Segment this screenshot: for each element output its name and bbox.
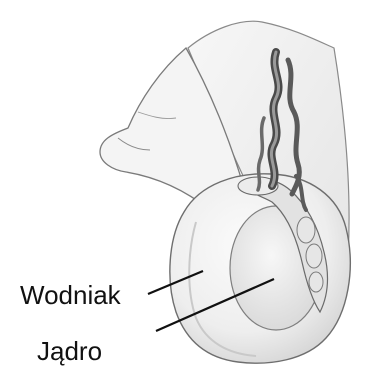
epididymis-lobe-3	[309, 272, 323, 292]
epididymis-lobe-2	[306, 244, 322, 268]
testis-label: Jądro	[37, 338, 102, 364]
hydrocele-label: Wodniak	[20, 282, 121, 308]
epididymis-lobe-1	[297, 217, 315, 243]
